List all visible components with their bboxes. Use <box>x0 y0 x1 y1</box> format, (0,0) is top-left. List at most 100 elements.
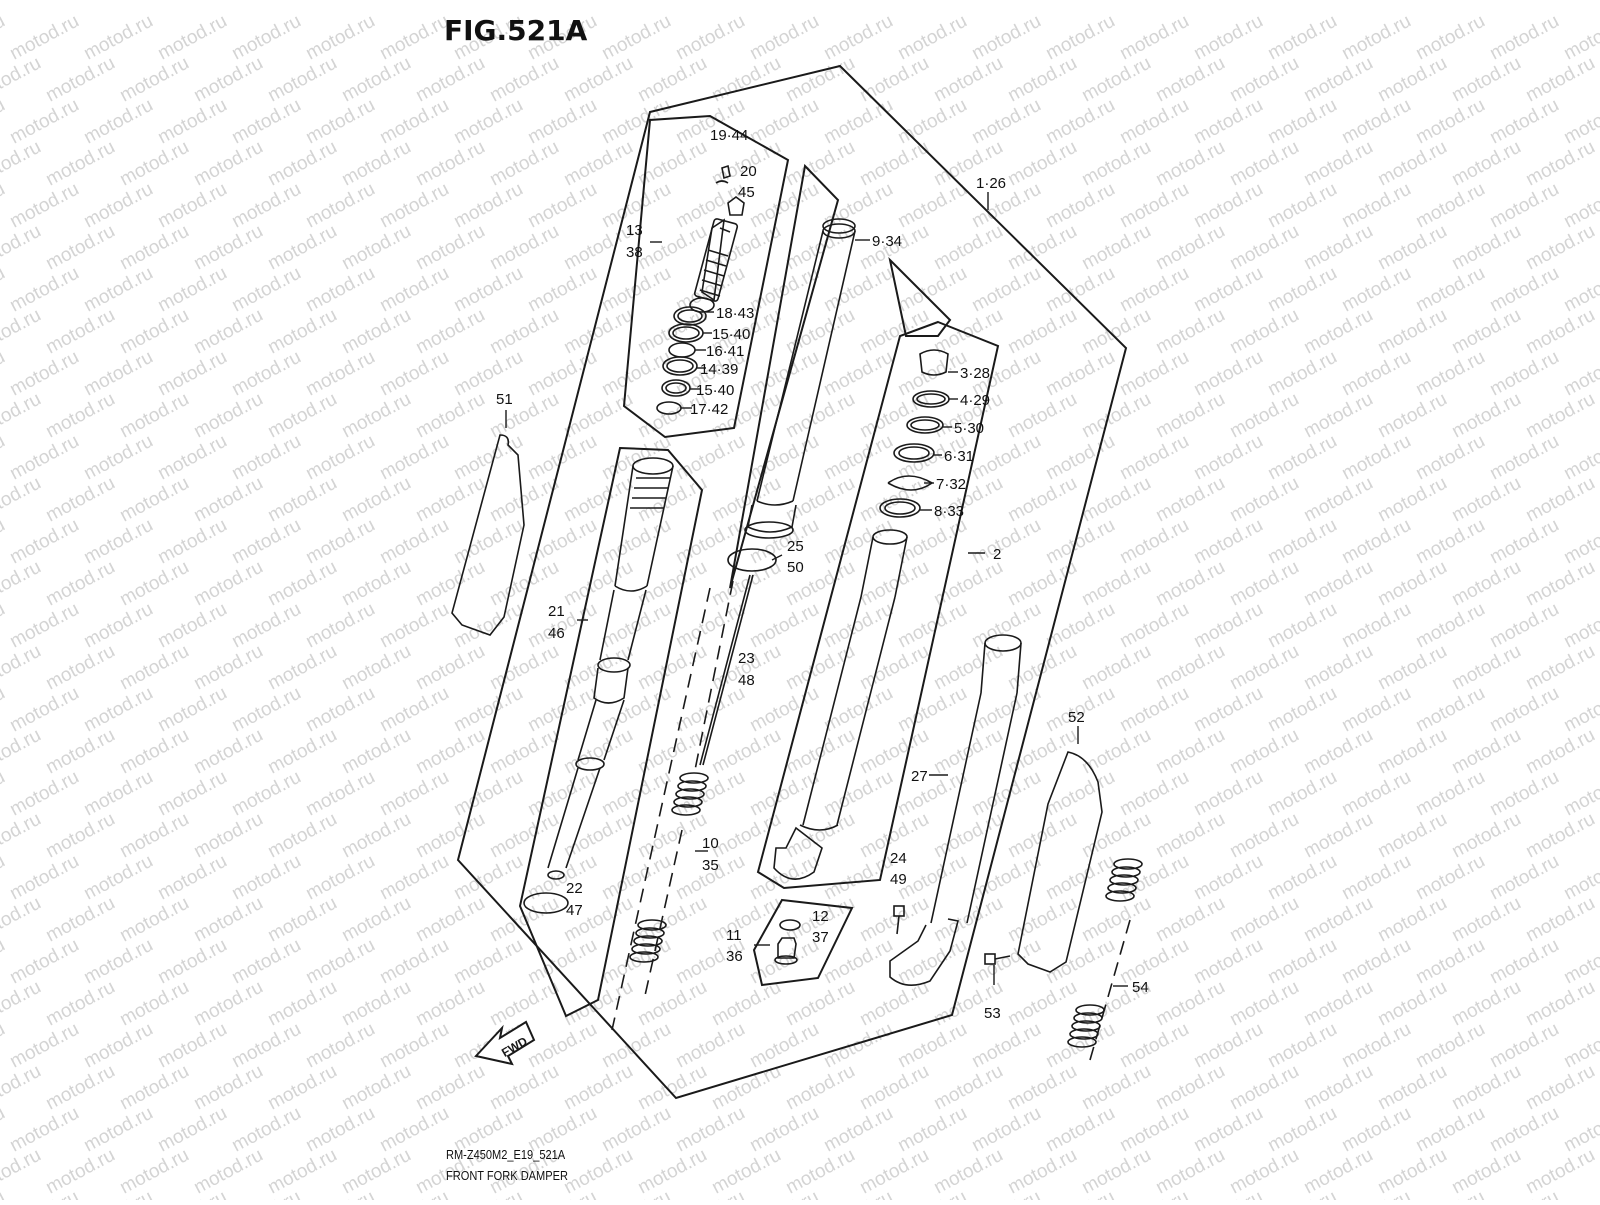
figure-title: FIG.521A <box>444 14 588 47</box>
watermark-text: motod.ru <box>708 725 784 779</box>
watermark-text: motod.ru <box>1042 347 1118 401</box>
watermark-text: motod.ru <box>1226 221 1302 275</box>
watermark-text: motod.ru <box>450 767 526 821</box>
watermark-text: motod.ru <box>968 515 1044 569</box>
watermark-text: motod.ru <box>338 641 414 695</box>
watermark-text: motod.ru <box>1152 389 1228 443</box>
watermark-text: motod.ru <box>1374 221 1450 275</box>
watermark-text: motod.ru <box>0 305 45 359</box>
watermark-text: motod.ru <box>154 683 230 737</box>
watermark-text: motod.ru <box>968 431 1044 485</box>
watermark-text: motod.ru <box>1338 263 1414 317</box>
figure-name: FRONT FORK DAMPER <box>446 1168 568 1183</box>
watermark-text: motod.ru <box>1412 11 1488 65</box>
watermark-text: motod.ru <box>80 11 156 65</box>
watermark-text: motod.ru <box>338 221 414 275</box>
watermark-text: motod.ru <box>42 1145 118 1199</box>
watermark-text: motod.ru <box>450 1187 526 1200</box>
watermark-text: motod.ru <box>1374 305 1450 359</box>
watermark-text: motod.ru <box>0 599 9 653</box>
watermark-text: motod.ru <box>264 389 340 443</box>
watermark-text: motod.ru <box>1078 809 1154 863</box>
watermark-text: motod.ru <box>116 641 192 695</box>
watermark-text: motod.ru <box>1412 347 1488 401</box>
watermark-text: motod.ru <box>1226 137 1302 191</box>
watermark-text: motod.ru <box>228 1187 304 1200</box>
watermark-text: motod.ru <box>0 431 9 485</box>
callout-54: 54 <box>1132 979 1149 996</box>
watermark-text: motod.ru <box>450 515 526 569</box>
watermark-text: motod.ru <box>1042 935 1118 989</box>
watermark-text: motod.ru <box>0 515 9 569</box>
watermark-text: motod.ru <box>264 893 340 947</box>
watermark-text: motod.ru <box>746 179 822 233</box>
watermark-text: motod.ru <box>1042 767 1118 821</box>
callout-23a: 23 <box>738 650 755 667</box>
watermark-text: motod.ru <box>1412 683 1488 737</box>
watermark-text: motod.ru <box>154 1103 230 1157</box>
watermark-text: motod.ru <box>486 725 562 779</box>
watermark-text: motod.ru <box>1448 137 1524 191</box>
watermark-text: motod.ru <box>1190 11 1266 65</box>
watermark-text: motod.ru <box>1486 179 1562 233</box>
watermark-text: motod.ru <box>1412 263 1488 317</box>
watermark-text: motod.ru <box>930 1145 1006 1199</box>
watermark-text: motod.ru <box>1596 1061 1600 1115</box>
watermark-text: motod.ru <box>0 641 45 695</box>
watermark-text: motod.ru <box>264 53 340 107</box>
watermark-text: motod.ru <box>634 1061 710 1115</box>
watermark-text: motod.ru <box>6 179 82 233</box>
watermark-text: motod.ru <box>190 725 266 779</box>
watermark-text: motod.ru <box>1448 221 1524 275</box>
watermark-text: motod.ru <box>376 431 452 485</box>
watermark-text: motod.ru <box>1522 893 1598 947</box>
watermark-text: motod.ru <box>1042 263 1118 317</box>
watermark-text: motod.ru <box>1116 1019 1192 1073</box>
watermark-text: motod.ru <box>560 809 636 863</box>
watermark-text: motod.ru <box>190 809 266 863</box>
watermark-text: motod.ru <box>968 263 1044 317</box>
watermark-text: motod.ru <box>1226 557 1302 611</box>
watermark-text: motod.ru <box>450 935 526 989</box>
watermark-text: motod.ru <box>80 851 156 905</box>
watermark-text: motod.ru <box>1004 473 1080 527</box>
watermark-text: motod.ru <box>264 809 340 863</box>
watermark-text: motod.ru <box>154 431 230 485</box>
watermark-text: motod.ru <box>190 221 266 275</box>
watermark-text: motod.ru <box>1448 305 1524 359</box>
callout-20b: 45 <box>738 184 755 201</box>
watermark-text: motod.ru <box>6 347 82 401</box>
watermark-text: motod.ru <box>486 221 562 275</box>
watermark-text: motod.ru <box>1152 305 1228 359</box>
watermark-text: motod.ru <box>412 809 488 863</box>
watermark-text: motod.ru <box>598 1187 674 1200</box>
watermark-text: motod.ru <box>598 11 674 65</box>
watermark-text: motod.ru <box>1412 851 1488 905</box>
watermark-text: motod.ru <box>0 935 9 989</box>
watermark-text: motod.ru <box>894 1187 970 1200</box>
watermark-text: motod.ru <box>560 1145 636 1199</box>
watermark-text: motod.ru <box>1264 263 1340 317</box>
watermark-text: motod.ru <box>1596 809 1600 863</box>
watermark-text: motod.ru <box>0 137 45 191</box>
watermark-text: motod.ru <box>1596 893 1600 947</box>
callout-52: 52 <box>1068 709 1085 726</box>
watermark-text: motod.ru <box>6 683 82 737</box>
watermark-text: motod.ru <box>746 851 822 905</box>
watermark-text: motod.ru <box>1152 893 1228 947</box>
watermark-text: motod.ru <box>782 53 858 107</box>
watermark-text: motod.ru <box>1522 809 1598 863</box>
watermark-text: motod.ru <box>820 1187 896 1200</box>
watermark-text: motod.ru <box>116 221 192 275</box>
watermark-text: motod.ru <box>1486 515 1562 569</box>
cylinder-frame <box>729 163 840 589</box>
watermark-text: motod.ru <box>154 935 230 989</box>
watermark-text: motod.ru <box>1522 641 1598 695</box>
watermark-text: motod.ru <box>154 515 230 569</box>
watermark-text: motod.ru <box>968 1103 1044 1157</box>
watermark-text: motod.ru <box>376 1019 452 1073</box>
watermark-text: motod.ru <box>1078 641 1154 695</box>
watermark-text: motod.ru <box>1078 137 1154 191</box>
watermark-text: motod.ru <box>154 1187 230 1200</box>
watermark-text: motod.ru <box>376 1187 452 1200</box>
